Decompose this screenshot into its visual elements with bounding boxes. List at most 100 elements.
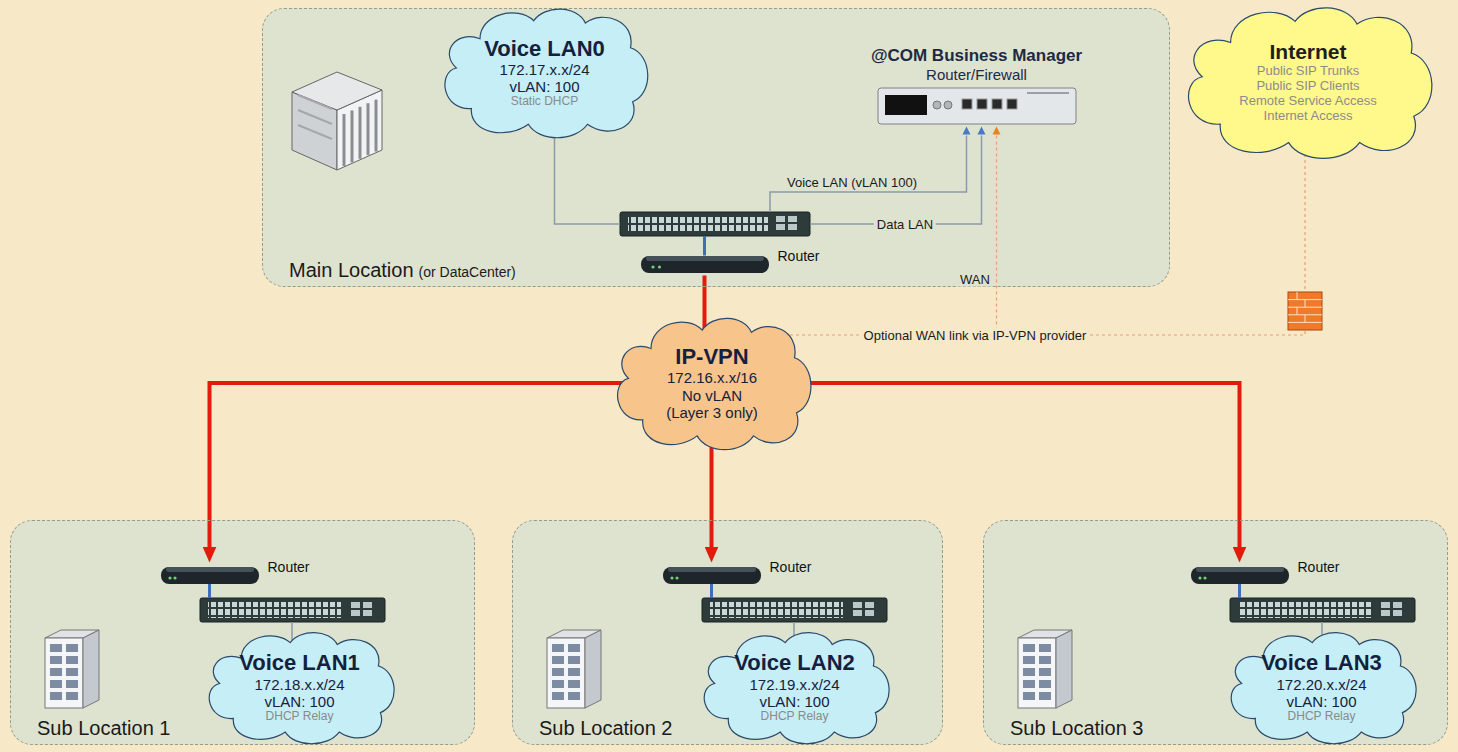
switch-body bbox=[620, 212, 810, 236]
building-window bbox=[568, 692, 580, 700]
dhcp-mode: DHCP Relay bbox=[1261, 710, 1382, 724]
building-window bbox=[568, 644, 580, 652]
voice-lan-cloud: Voice LAN3172.20.x.x/24vLAN: 100DHCP Rel… bbox=[1224, 629, 1420, 746]
router-label: Router bbox=[770, 559, 812, 575]
cloud-path bbox=[1231, 633, 1416, 744]
device-port bbox=[977, 99, 987, 109]
location-name: Sub Location 1 bbox=[37, 717, 170, 739]
router: Router bbox=[662, 563, 812, 587]
router-led bbox=[1198, 576, 1201, 579]
lan-detail: vLAN: 100 bbox=[484, 78, 605, 95]
firewall-brick bbox=[1297, 307, 1298, 315]
switch-ports bbox=[208, 602, 341, 618]
switch-uplink bbox=[853, 602, 862, 608]
router: Router bbox=[160, 563, 310, 587]
router-led bbox=[657, 265, 660, 268]
building-ledge bbox=[298, 95, 332, 109]
firewall-brick bbox=[1297, 292, 1298, 300]
lan-name: Voice LAN3 bbox=[1261, 651, 1382, 676]
building-column bbox=[343, 114, 346, 166]
building-window bbox=[1039, 668, 1051, 676]
panel-title: Sub Location 2 bbox=[539, 717, 672, 740]
building-window bbox=[552, 656, 564, 664]
router: Router bbox=[1190, 563, 1340, 587]
panel-fill bbox=[512, 520, 943, 745]
panel-title: Main Location(or DataCenter) bbox=[289, 259, 516, 282]
lan-name: Voice LAN0 bbox=[484, 36, 605, 61]
cloud-path bbox=[704, 633, 889, 744]
network-link bbox=[794, 383, 1240, 555]
router-switch-link bbox=[1238, 584, 1241, 599]
building-ledge bbox=[298, 125, 332, 139]
location-panel: RouterVoice LAN3172.20.x.x/24vLAN: 100DH… bbox=[983, 520, 1448, 745]
building-window bbox=[1023, 656, 1035, 664]
building-window bbox=[66, 644, 78, 652]
router-icon bbox=[662, 563, 762, 587]
building-column bbox=[375, 100, 378, 152]
internet-name: Internet bbox=[1239, 40, 1376, 64]
location-panel: RouterVoice LAN2172.19.x.x/24vLAN: 100DH… bbox=[512, 520, 943, 745]
location-panel: RouterVoice LAN1172.18.x.x/24vLAN: 100DH… bbox=[10, 520, 475, 745]
router-body bbox=[1191, 567, 1289, 584]
switch-uplink bbox=[776, 216, 785, 222]
router-icon bbox=[640, 252, 770, 276]
voice-lan-cloud: Voice LAN0172.17.x.x/24vLAN: 100Static D… bbox=[437, 5, 652, 140]
building-window bbox=[552, 680, 564, 688]
switch-uplink bbox=[1393, 610, 1402, 616]
lan-detail: vLAN: 100 bbox=[734, 693, 855, 710]
router-top bbox=[1196, 567, 1284, 572]
building-front bbox=[45, 638, 83, 708]
lan-detail: 172.19.x.x/24 bbox=[734, 676, 855, 693]
device-lcd bbox=[885, 95, 927, 115]
device-name: @COM Business Manager bbox=[871, 46, 1082, 66]
cloud-path bbox=[617, 318, 810, 449]
router-led bbox=[651, 265, 654, 268]
cloud-text: Voice LAN2172.19.x.x/24vLAN: 100DHCP Rel… bbox=[734, 651, 855, 725]
voice-lan-link bbox=[770, 136, 967, 213]
device-body bbox=[878, 88, 1076, 124]
lan-detail: 172.20.x.x/24 bbox=[1261, 676, 1382, 693]
device-button bbox=[944, 101, 952, 109]
building-window bbox=[1039, 656, 1051, 664]
switch-ports bbox=[1238, 602, 1371, 618]
switch-uplink bbox=[865, 602, 874, 608]
switch-ports bbox=[710, 602, 843, 618]
switch-uplink bbox=[788, 224, 797, 230]
building-window bbox=[66, 668, 78, 676]
port-marker bbox=[993, 127, 1001, 135]
panel-fill bbox=[262, 8, 1170, 287]
switch-uplink bbox=[853, 610, 862, 616]
device-trim bbox=[1027, 92, 1069, 94]
router-led bbox=[670, 576, 673, 579]
router-body bbox=[161, 567, 259, 584]
router-led bbox=[1203, 576, 1206, 579]
building-window bbox=[552, 692, 564, 700]
switch-uplink bbox=[865, 610, 874, 616]
router-firewall: @COM Business ManagerRouter/Firewall bbox=[860, 46, 1094, 125]
link-label: Voice LAN (vLAN 100) bbox=[784, 175, 920, 190]
ip-vpn-cloud: IP-VPN172.16.x.x/16No vLAN(Layer 3 only) bbox=[610, 314, 815, 452]
lan-name: Voice LAN1 bbox=[239, 651, 360, 676]
building-window bbox=[50, 644, 62, 652]
building-window bbox=[1023, 680, 1035, 688]
cloud-text: IP-VPN172.16.x.x/16No vLAN(Layer 3 only) bbox=[666, 344, 758, 421]
building-front bbox=[1018, 638, 1056, 708]
router-label: Router bbox=[778, 248, 820, 264]
switch-ports bbox=[628, 216, 768, 232]
lan-name: Voice LAN2 bbox=[734, 651, 855, 676]
building-ledge bbox=[298, 110, 332, 124]
building-window bbox=[568, 680, 580, 688]
lan-detail: vLAN: 100 bbox=[1261, 693, 1382, 710]
switch-body bbox=[1230, 598, 1415, 622]
building-window bbox=[1039, 644, 1051, 652]
location-name: Main Location bbox=[289, 259, 414, 281]
building-front bbox=[547, 638, 585, 708]
building-window bbox=[50, 656, 62, 664]
switch-uplink bbox=[776, 224, 785, 230]
voice-lan-cloud: Voice LAN2172.19.x.x/24vLAN: 100DHCP Rel… bbox=[697, 629, 893, 746]
panel-title: Sub Location 3 bbox=[1010, 717, 1143, 740]
router-switch-link bbox=[703, 236, 706, 256]
dhcp-mode: Static DHCP bbox=[484, 96, 605, 110]
firewall-icon bbox=[1288, 292, 1322, 330]
cloud-text: Voice LAN3172.20.x.x/24vLAN: 100DHCP Rel… bbox=[1261, 651, 1382, 725]
